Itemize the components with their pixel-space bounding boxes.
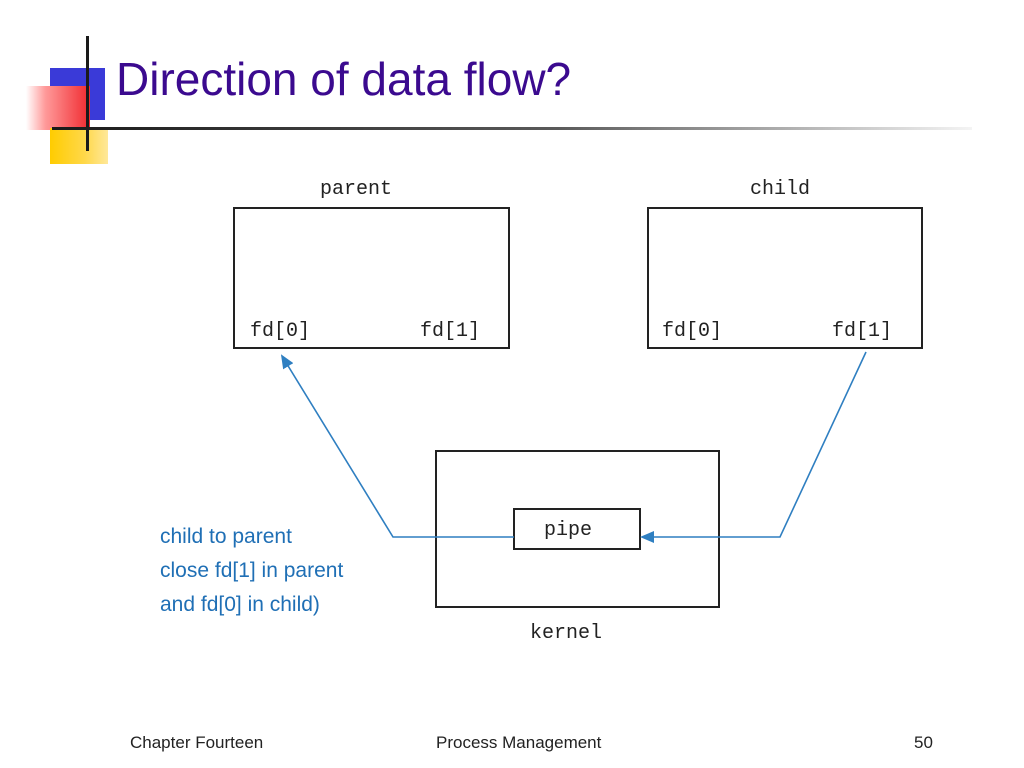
caption-line: close fd[1] in parent	[160, 559, 344, 582]
parent-fd1-label: fd[1]	[420, 320, 480, 343]
page-number: 50	[914, 733, 933, 752]
child-fd1-to-pipe-arrow	[640, 351, 867, 543]
child-process-box	[647, 207, 923, 349]
footer-chapter: Chapter Fourteen	[130, 733, 264, 752]
title-ornament-vertical-line	[86, 36, 89, 151]
child-fd1-label: fd[1]	[832, 320, 892, 343]
parent-fd0-label: fd[0]	[250, 320, 310, 343]
kernel-box	[435, 450, 720, 608]
title-underline	[52, 127, 972, 130]
parent-process-box	[233, 207, 510, 349]
data-flow-caption: child to parent close fd[1] in parent an…	[160, 520, 343, 622]
pipe-to-parent-fd0-arrow	[280, 354, 514, 538]
pipe-label: pipe	[544, 519, 592, 542]
footer-topic: Process Management	[436, 733, 602, 752]
title-ornament-red-block	[26, 86, 90, 130]
caption-line: and fd[0] in child)	[160, 593, 320, 616]
slide-title: Direction of data flow?	[116, 53, 572, 105]
caption-line: child to parent	[160, 525, 292, 548]
child-label: child	[750, 178, 810, 201]
child-fd0-label: fd[0]	[662, 320, 722, 343]
kernel-label: kernel	[530, 622, 602, 645]
parent-label: parent	[320, 178, 392, 201]
title-ornament-yellow-block	[50, 128, 108, 164]
pipe-box	[513, 508, 641, 550]
